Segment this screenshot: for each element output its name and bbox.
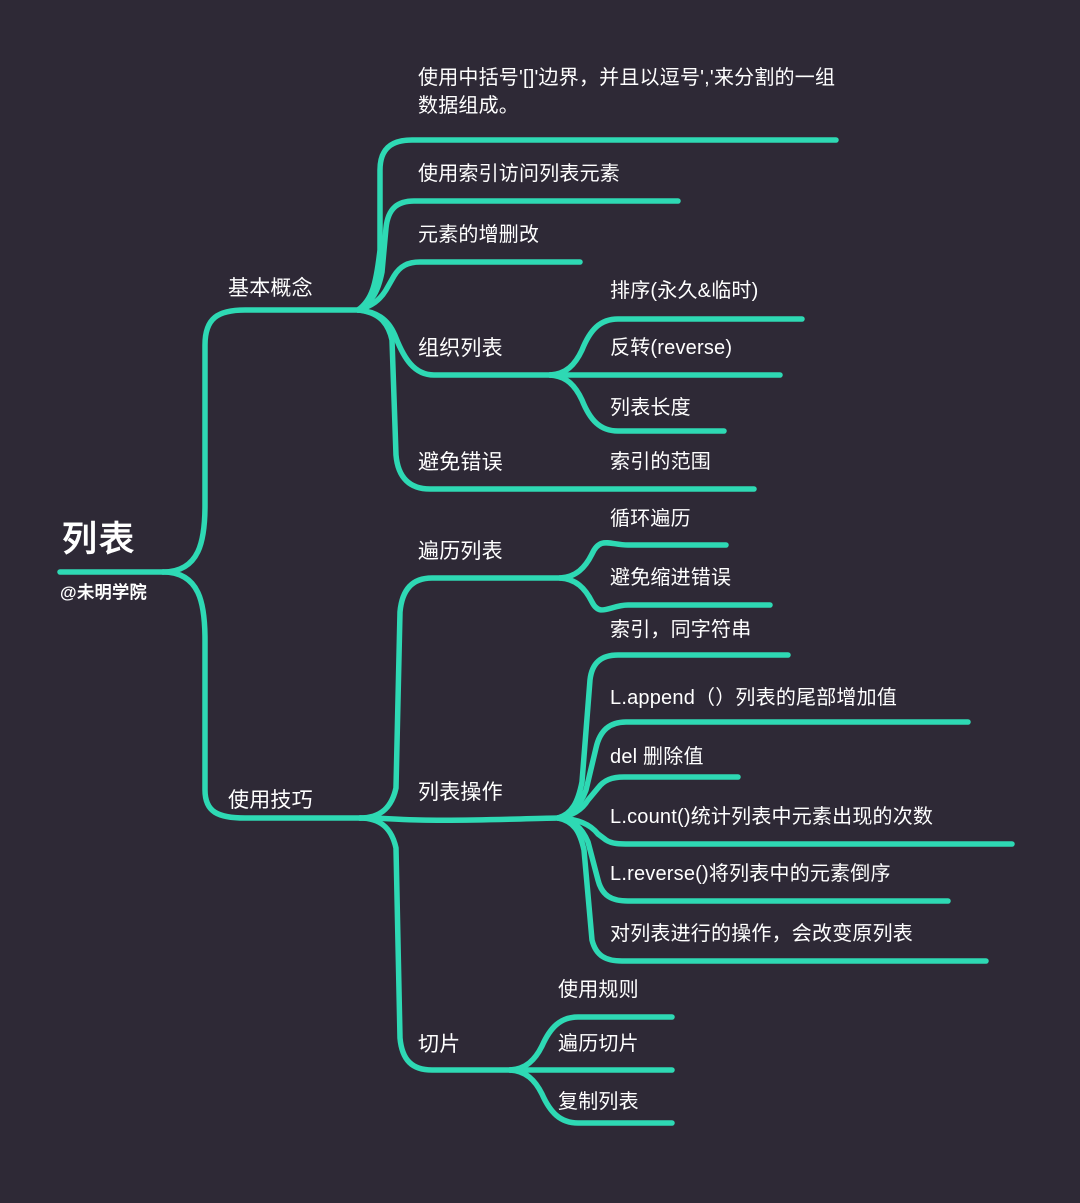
- branch-label-basic-concepts[interactable]: 基本概念: [228, 277, 313, 300]
- leaf-iterate-indent-error[interactable]: 避免缩进错误: [610, 567, 732, 589]
- leaf-ops-reverse[interactable]: L.reverse()将列表中的元素倒序: [610, 863, 891, 885]
- node-slicing[interactable]: 切片: [418, 1033, 461, 1056]
- node-list-operations[interactable]: 列表操作: [418, 781, 503, 804]
- root-node-title[interactable]: 列表: [62, 520, 137, 559]
- leaf-organize-sort[interactable]: 排序(永久&临时): [610, 280, 759, 302]
- leaf-ops-del[interactable]: del 删除值: [610, 746, 704, 768]
- leaf-slice-copy-list[interactable]: 复制列表: [558, 1091, 639, 1113]
- leaf-ops-append[interactable]: L.append（）列表的尾部增加值: [610, 687, 898, 709]
- wire-basic-leaf3: [355, 259, 583, 313]
- wire-skills-to-ops: [357, 815, 561, 824]
- wire-ops-leaf1: [555, 652, 791, 821]
- leaf-ops-mutates-original[interactable]: 对列表进行的操作，会改变原列表: [610, 923, 913, 945]
- wire-root-to-skills: [160, 569, 363, 821]
- node-iterate-list[interactable]: 遍历列表: [418, 540, 503, 563]
- leaf-basic-element-crud[interactable]: 元素的增删改: [418, 224, 540, 246]
- leaf-iterate-loop[interactable]: 循环遍历: [610, 508, 691, 530]
- node-organize-list[interactable]: 组织列表: [418, 337, 503, 360]
- wire-root-to-basic: [160, 307, 361, 575]
- node-avoid-errors[interactable]: 避免错误: [418, 451, 503, 474]
- leaf-slice-iterate[interactable]: 遍历切片: [558, 1033, 639, 1055]
- branch-label-usage-tips[interactable]: 使用技巧: [228, 789, 313, 812]
- leaf-organize-reverse[interactable]: 反转(reverse): [610, 337, 733, 359]
- root-node-subtitle: @未明学院: [60, 583, 148, 602]
- leaf-organize-length[interactable]: 列表长度: [610, 397, 691, 419]
- leaf-basic-definition[interactable]: 使用中括号'[]'边界，并且以逗号','来分割的一组数据组成。: [418, 67, 836, 118]
- leaf-ops-count[interactable]: L.count()统计列表中元素出现的次数: [610, 806, 934, 828]
- leaf-avoid-index-range[interactable]: 索引的范围: [610, 451, 711, 473]
- leaf-slice-rules[interactable]: 使用规则: [558, 979, 639, 1001]
- leaf-basic-index-access[interactable]: 使用索引访问列表元素: [418, 163, 620, 185]
- leaf-ops-index-string[interactable]: 索引，同字符串: [610, 619, 752, 641]
